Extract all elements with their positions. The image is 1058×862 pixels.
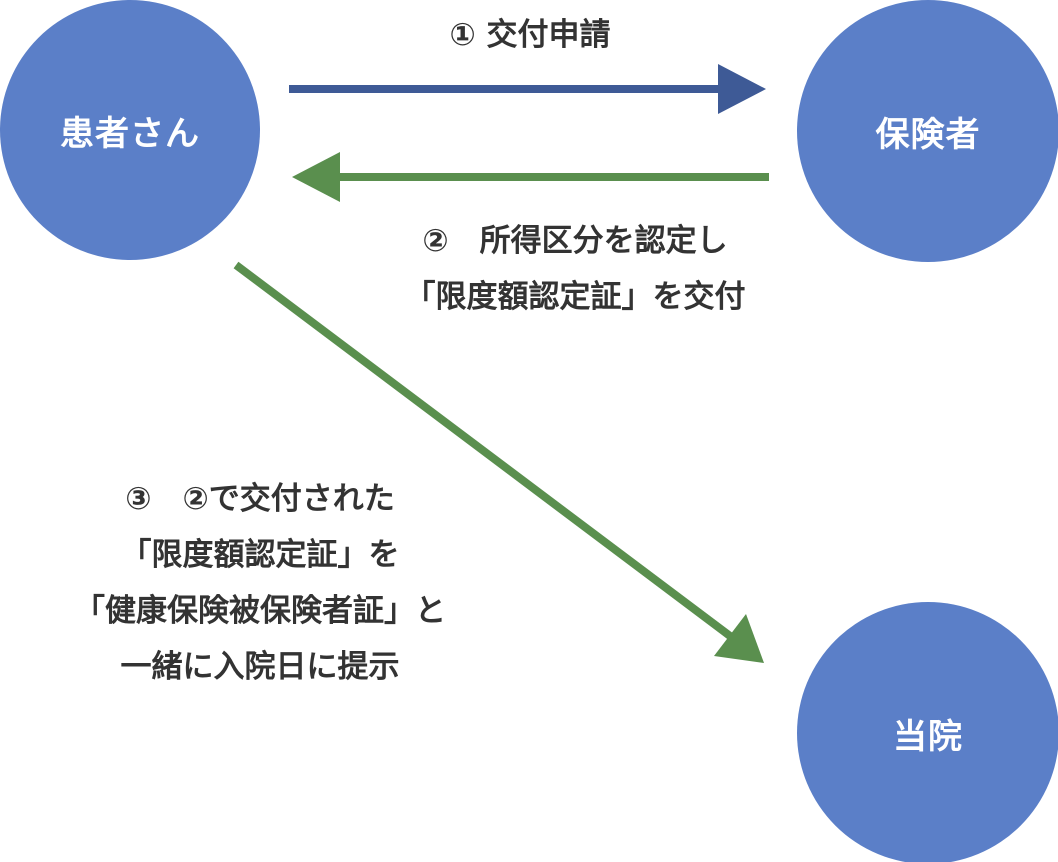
step2-line: 「限度額認定証」を交付 (404, 279, 746, 315)
step3-line: 「限度額認定証」を (120, 537, 400, 573)
step2-label: ② 所得区分を認定し 「限度額認定証」を交付 (330, 213, 820, 325)
arrow-step3 (233, 261, 764, 663)
arrow-step2-head (292, 152, 340, 202)
step1-label: ① 交付申請 (290, 7, 770, 63)
node-patient-label: 患者さん (60, 113, 200, 154)
node-patient: 患者さん (0, 0, 260, 260)
arrow-step1-head (718, 64, 766, 114)
node-hospital: 当院 (797, 602, 1058, 862)
step3-line: 一緒に入院日に提示 (120, 649, 400, 685)
step3-line: 「健康保険被保険者証」と (74, 593, 446, 629)
arrow-step3-shaft (233, 261, 733, 640)
node-hospital-label: 当院 (893, 716, 963, 757)
node-insurer: 保険者 (797, 0, 1058, 262)
step1-line: ① 交付申請 (449, 17, 611, 53)
arrow-step2 (292, 152, 769, 202)
arrow-step1 (289, 64, 766, 114)
arrow-step3-head (714, 614, 764, 663)
node-insurer-label: 保険者 (875, 114, 981, 155)
step2-line: ② 所得区分を認定し (422, 223, 728, 259)
step3-line: ③ ②で交付された (125, 481, 395, 517)
step3-label: ③ ②で交付された 「限度額認定証」を 「健康保険被保険者証」と 一緒に入院日に… (0, 471, 520, 695)
